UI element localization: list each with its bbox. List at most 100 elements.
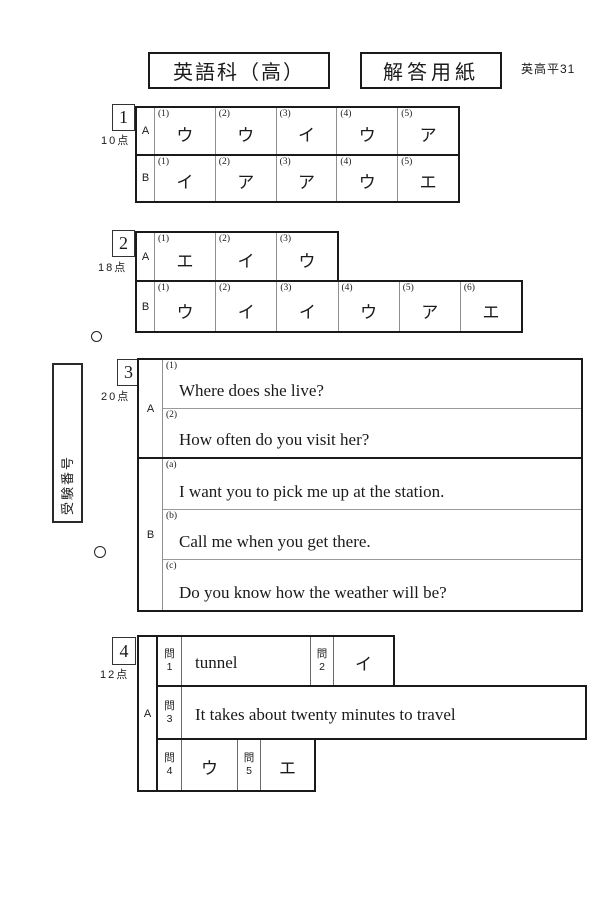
section2-number-box: 2 bbox=[112, 230, 135, 257]
answer-value: ウ bbox=[358, 125, 376, 145]
answer-row: (a) I want you to pick me up at the stat… bbox=[163, 459, 581, 509]
answer-value: エ bbox=[482, 303, 500, 322]
answer-value: イ bbox=[176, 173, 194, 192]
group-items: (1) Where does she live? (2) How often d… bbox=[163, 360, 581, 457]
section4-row3: 問 4 ウ 問 5 エ bbox=[156, 738, 316, 792]
answer-cell: (4) ウ bbox=[337, 282, 399, 331]
answer-cell: (2) イ bbox=[215, 233, 276, 280]
answer-row: (2) How often do you visit her? bbox=[163, 408, 581, 457]
section-number: 4 bbox=[119, 640, 129, 661]
answer-value: エ bbox=[176, 252, 194, 271]
section2-answer-table-b: B (1) ウ (2) イ (3) イ (4) ウ (5) ア (6) bbox=[135, 280, 523, 333]
table-row-a: A (1) エ (2) イ (3) ウ bbox=[137, 233, 337, 280]
cell-number: (5) bbox=[402, 283, 414, 293]
registration-mark-circle bbox=[94, 546, 106, 558]
group-items: (a) I want you to pick me up at the stat… bbox=[163, 459, 581, 610]
row-label: B bbox=[141, 172, 150, 185]
answer-row: (c) Do you know how the weather will be? bbox=[163, 559, 581, 610]
answer-row: (b) Call me when you get there. bbox=[163, 508, 581, 560]
answer-value: ア bbox=[237, 173, 255, 192]
answer-value: イ bbox=[355, 655, 372, 674]
question5-label: 問 5 bbox=[237, 740, 260, 790]
section4-row2: 問 3 It takes about twenty minutes to tra… bbox=[156, 685, 587, 740]
cell-number: (2) bbox=[166, 410, 178, 420]
section3-answer-table: A (1) Where does she live? (2) How often… bbox=[137, 358, 583, 612]
question-char: 問 bbox=[164, 648, 175, 661]
question-char: 問 bbox=[243, 752, 255, 765]
cell-number: (4) bbox=[341, 283, 353, 293]
cell-number: (4) bbox=[340, 156, 352, 167]
row-label: A bbox=[141, 250, 150, 263]
cell-number: (2) bbox=[218, 156, 230, 167]
section-number: 3 bbox=[124, 362, 133, 382]
answer-cell: (2) イ bbox=[215, 282, 276, 331]
section-number: 1 bbox=[119, 107, 128, 127]
answer-value: ウ bbox=[358, 173, 376, 192]
question5-answer-cell: エ bbox=[260, 740, 314, 790]
cell-number: (1) bbox=[158, 283, 170, 293]
question-number: 1 bbox=[166, 661, 173, 673]
cell-number: (2) bbox=[219, 283, 231, 293]
answer-value: ア bbox=[419, 125, 437, 145]
answer-sentence: Where does she live? bbox=[179, 381, 324, 400]
group-b: B (a) I want you to pick me up at the st… bbox=[139, 457, 581, 610]
cell-number: (5) bbox=[401, 109, 413, 119]
answer-cell: (3) イ bbox=[275, 108, 337, 154]
question1-label: 問 1 bbox=[158, 637, 181, 685]
row-label: A bbox=[141, 124, 150, 137]
section4-points: 12点 bbox=[100, 669, 130, 681]
answer-value: ア bbox=[421, 303, 439, 322]
answer-cell: (5) ア bbox=[398, 282, 460, 331]
answer-cell: (3) ア bbox=[275, 155, 337, 201]
subject-title-box: 英語科（高） bbox=[148, 52, 330, 89]
answer-value: ウ bbox=[176, 303, 194, 322]
answer-value: イ bbox=[237, 252, 255, 271]
cell-number: (5) bbox=[401, 156, 413, 167]
answer-value: イ bbox=[298, 303, 316, 322]
section3-points: 20点 bbox=[101, 391, 131, 403]
registration-mark-circle bbox=[91, 331, 102, 342]
question3-answer-cell: It takes about twenty minutes to travel bbox=[181, 687, 585, 738]
answer-cell: (2) ウ bbox=[214, 108, 276, 154]
answer-sentence: How often do you visit her? bbox=[179, 430, 370, 449]
group-a: A (1) Where does she live? (2) How often… bbox=[139, 360, 581, 457]
answer-value: ウ bbox=[360, 303, 378, 322]
answer-cell: (5) ア bbox=[397, 108, 458, 154]
answer-cell: (6) エ bbox=[459, 282, 521, 331]
answer-cell: (2) ア bbox=[214, 155, 276, 201]
answer-row: (1) Where does she live? bbox=[163, 360, 581, 408]
group-label: B bbox=[139, 459, 163, 610]
answer-cell: (1) ウ bbox=[154, 108, 215, 154]
section1-number-box: 1 bbox=[112, 104, 135, 131]
question-number: 2 bbox=[319, 661, 325, 673]
answer-value: ウ bbox=[298, 252, 316, 271]
group-label: A bbox=[139, 360, 163, 457]
question-char: 問 bbox=[164, 699, 175, 712]
answer-sentence: I want you to pick me up at the station. bbox=[179, 481, 445, 501]
answer-cell: (3) ウ bbox=[276, 233, 337, 280]
question-number: 3 bbox=[166, 712, 173, 725]
cell-number: (c) bbox=[166, 561, 177, 572]
answer-sentence: It takes about twenty minutes to travel bbox=[195, 704, 456, 724]
answer-cell: (1) イ bbox=[154, 155, 215, 201]
cell-number: (3) bbox=[280, 234, 292, 244]
group-label: A bbox=[143, 707, 152, 720]
cell-number: (3) bbox=[279, 156, 291, 167]
answer-cell: (1) エ bbox=[154, 233, 215, 280]
examinee-number-box: 受験番号 bbox=[52, 363, 83, 523]
question-number: 5 bbox=[246, 765, 252, 777]
question-number: 4 bbox=[166, 765, 173, 777]
answer-sheet-title: 解答用紙 bbox=[383, 62, 479, 84]
answer-cell: (5) エ bbox=[397, 155, 458, 201]
question4-label: 問 4 bbox=[158, 740, 181, 790]
cell-number: (3) bbox=[279, 109, 291, 119]
section-number: 2 bbox=[119, 233, 128, 253]
cell-number: (1) bbox=[158, 109, 170, 119]
cell-number: (1) bbox=[166, 361, 178, 371]
cell-number: (1) bbox=[158, 156, 170, 167]
table-row-a: A (1) ウ (2) ウ (3) イ (4) ウ (5) ア bbox=[137, 108, 458, 154]
cell-number: (6) bbox=[463, 283, 475, 293]
cell-number: (2) bbox=[218, 109, 230, 119]
answer-value: イ bbox=[237, 303, 255, 322]
answer-cell: (4) ウ bbox=[336, 108, 397, 154]
